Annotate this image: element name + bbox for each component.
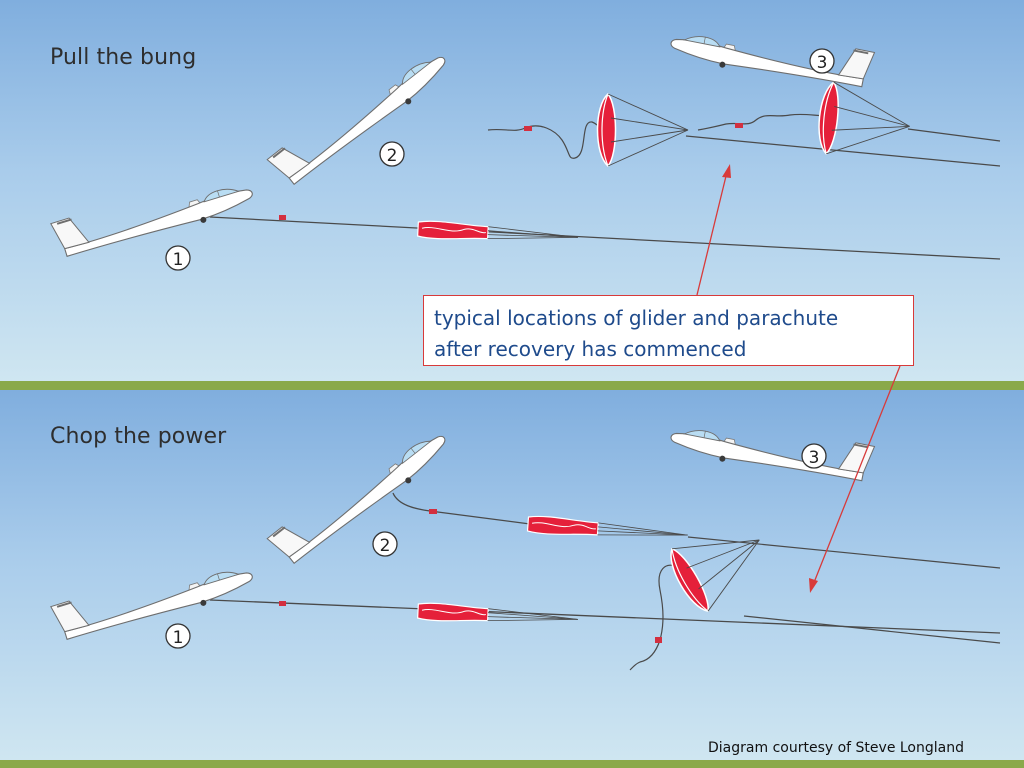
position-label: 2: [380, 536, 391, 556]
credit-text: Diagram courtesy of Steve Longland: [708, 740, 964, 756]
weak-link: [655, 637, 662, 643]
winch-cable: [209, 216, 1001, 260]
released-cable: [685, 135, 1001, 167]
position-badge-3: 3: [809, 48, 835, 74]
drogue-chute: [416, 601, 579, 629]
drogue-chute: [416, 219, 579, 247]
weak-link: [735, 123, 743, 128]
panel-divider: [0, 381, 1024, 390]
position-label: 1: [173, 250, 184, 270]
callout-line-2: after recovery has commenced: [434, 337, 747, 361]
glider-position-3: [667, 13, 876, 97]
weak-link: [524, 126, 532, 131]
bottom-border: [0, 760, 1024, 768]
weak-link: [429, 509, 437, 514]
released-cable: [743, 615, 1001, 644]
winch-cable: [687, 536, 1001, 569]
panel-title-chop-the-power: Chop the power: [50, 424, 227, 449]
weak-link: [279, 215, 286, 220]
panel-title-pull-the-bung: Pull the bung: [50, 45, 197, 70]
drogue-chute: [526, 514, 689, 545]
loose-strop: [487, 121, 608, 159]
parachute-open: [596, 93, 689, 167]
callout-arrow-up: [696, 164, 731, 296]
callout-arrow-down: [809, 365, 901, 593]
glider-position-2: [266, 413, 455, 575]
glider-position-1: [49, 546, 258, 650]
position-label: 3: [817, 53, 828, 73]
winch-cable: [392, 492, 531, 525]
loose-strop: [697, 113, 831, 131]
glider-position-1: [49, 163, 258, 267]
position-badge-1: 1: [165, 623, 191, 649]
callout-box: typical locations of glider and parachut…: [423, 295, 914, 366]
position-badge-1: 1: [165, 245, 191, 271]
position-badge-2: 2: [372, 531, 398, 557]
position-label: 1: [173, 628, 184, 648]
callout-line-1: typical locations of glider and parachut…: [434, 306, 839, 330]
position-label: 2: [387, 146, 398, 166]
weak-link: [279, 601, 286, 606]
glider-position-3: [667, 407, 876, 491]
parachute-open: [662, 508, 779, 618]
released-cable: [907, 128, 1001, 142]
position-badge-2: 2: [379, 141, 405, 167]
winch-cable: [209, 599, 1001, 634]
position-label: 3: [809, 448, 820, 468]
glider-position-2: [266, 34, 455, 196]
position-badge-3: 3: [801, 443, 827, 469]
